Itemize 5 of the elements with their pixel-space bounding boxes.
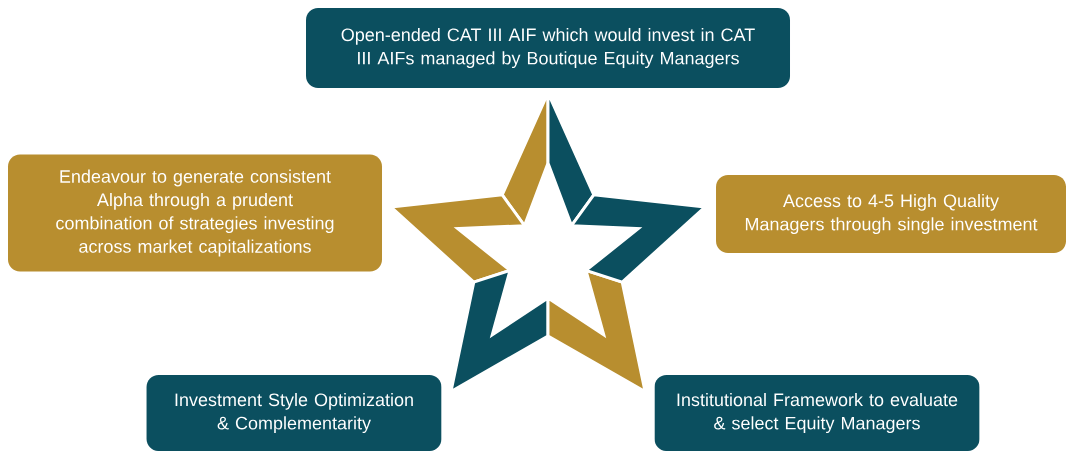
text-box: Endeavour to generate consistent Alpha through a prudent combination of strategies investing across market capitalizations <box>8 154 382 272</box>
text-box: Investment Style Optimization & Complementarity <box>146 375 442 451</box>
text-box: Access to 4-5 High Quality Managers through single investment <box>716 175 1066 253</box>
text-box: Open-ended CAT III AIF which would invest in CAT III AIFs managed by Boutique Equity Managers <box>306 8 790 88</box>
text-box: Institutional Framework to evaluate & select Equity Managers <box>654 375 980 451</box>
